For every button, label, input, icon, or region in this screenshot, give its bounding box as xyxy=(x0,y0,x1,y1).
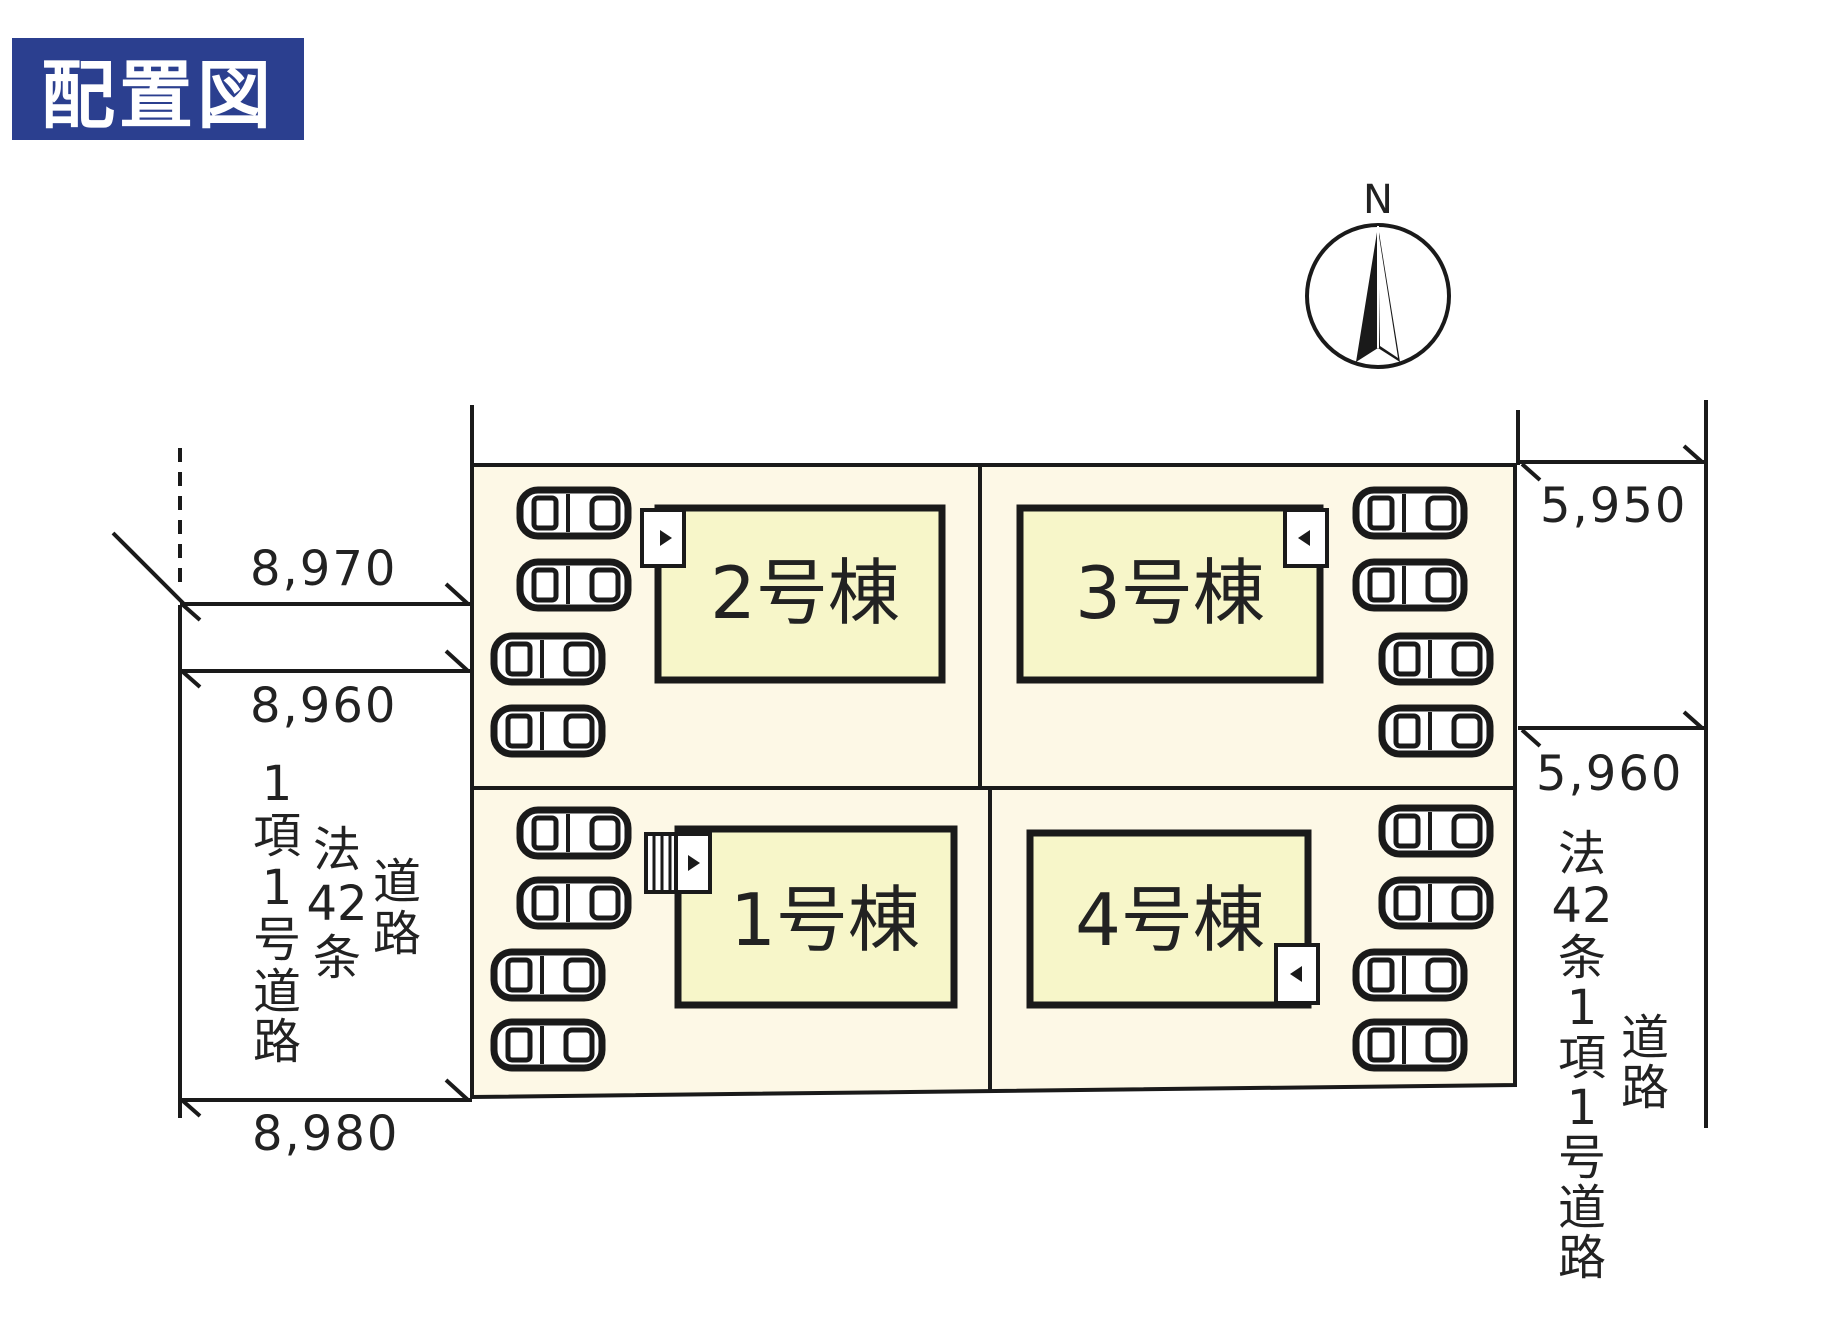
title-badge: 配置図 xyxy=(12,38,304,140)
dimension-right-lower: 5,960 xyxy=(1536,746,1683,802)
svg-text:1: 1 xyxy=(262,860,293,916)
car-icon xyxy=(1356,562,1464,608)
building-2-label: 2号棟 xyxy=(710,551,900,635)
car-icon xyxy=(1382,880,1490,926)
road-lines xyxy=(111,400,1708,1128)
car-icon xyxy=(520,810,628,856)
road-label-right-col2: 道 路 xyxy=(1621,1010,1669,1116)
north-compass: N xyxy=(1305,177,1451,369)
svg-text:1: 1 xyxy=(262,756,293,812)
svg-text:路: 路 xyxy=(1558,1230,1606,1286)
car-icon xyxy=(1356,952,1464,998)
svg-text:項: 項 xyxy=(1558,1030,1606,1086)
road-label-right: 法 42 条 1 項 1 号 道 路 道 路 xyxy=(1551,826,1669,1286)
building-2: 2号棟 xyxy=(640,504,946,684)
car-icon xyxy=(1356,490,1464,536)
lot-area xyxy=(470,463,1517,1100)
dimension-ticks xyxy=(181,444,1704,1118)
svg-text:号: 号 xyxy=(1558,1130,1606,1186)
road-label-left-col3: 道 路 xyxy=(373,854,421,962)
car-icon xyxy=(1382,708,1490,754)
dimension-right-upper: 5,950 xyxy=(1540,478,1687,534)
svg-text:法: 法 xyxy=(1558,826,1606,882)
lot-outline xyxy=(470,463,1517,1100)
car-icon xyxy=(494,952,602,998)
svg-text:条: 条 xyxy=(313,930,361,986)
svg-text:1: 1 xyxy=(1567,980,1598,1036)
building-3: 3号棟 xyxy=(1016,504,1329,684)
road-label-right-col1: 法 42 条 1 項 1 号 道 路 xyxy=(1551,826,1612,1286)
svg-text:道: 道 xyxy=(373,854,421,910)
entrance-3-arrow-icon xyxy=(1298,530,1310,546)
svg-text:路: 路 xyxy=(1621,1060,1669,1116)
entrance-4-arrow-icon xyxy=(1290,966,1302,982)
svg-text:路: 路 xyxy=(373,906,421,962)
svg-text:道: 道 xyxy=(1621,1010,1669,1066)
svg-text:路: 路 xyxy=(253,1014,301,1070)
building-4-label: 4号棟 xyxy=(1075,878,1265,962)
car-icon xyxy=(494,1022,602,1068)
north-label: N xyxy=(1363,177,1393,223)
car-icon xyxy=(1382,636,1490,682)
car-icon xyxy=(494,636,602,682)
entrance-1 xyxy=(674,832,712,894)
building-4: 4号棟 xyxy=(1026,829,1320,1009)
svg-text:項: 項 xyxy=(253,808,301,864)
road-label-left-col1: 1 項 1 号 道 路 xyxy=(253,756,301,1070)
svg-text:道: 道 xyxy=(253,964,301,1020)
building-3-label: 3号棟 xyxy=(1075,551,1265,635)
car-icon xyxy=(494,708,602,754)
dimension-left-upper: 8,970 xyxy=(250,541,397,597)
page-title: 配置図 xyxy=(41,52,275,139)
svg-text:法: 法 xyxy=(313,822,361,878)
car-icon xyxy=(520,562,628,608)
car-icon xyxy=(1382,808,1490,854)
entrance-2-arrow-icon xyxy=(660,530,672,546)
car-icon xyxy=(520,490,628,536)
car-icon xyxy=(1356,1022,1464,1068)
car-icon xyxy=(520,880,628,926)
svg-text:号: 号 xyxy=(253,912,301,968)
svg-text:42: 42 xyxy=(306,876,367,932)
svg-text:道: 道 xyxy=(1558,1180,1606,1236)
road-label-left-col2: 法 42 条 xyxy=(306,822,367,986)
building-1-label: 1号棟 xyxy=(730,878,920,962)
svg-text:1: 1 xyxy=(1567,1080,1598,1136)
building-1: 1号棟 xyxy=(644,825,958,1009)
dimension-left-middle: 8,960 xyxy=(250,678,397,734)
road-label-left: 1 項 1 号 道 路 法 42 条 道 路 xyxy=(253,756,421,1070)
dimension-left-bottom: 8,980 xyxy=(252,1106,399,1162)
svg-text:条: 条 xyxy=(1558,930,1606,986)
svg-text:42: 42 xyxy=(1551,878,1612,934)
entrance-1-arrow-icon xyxy=(688,855,700,871)
